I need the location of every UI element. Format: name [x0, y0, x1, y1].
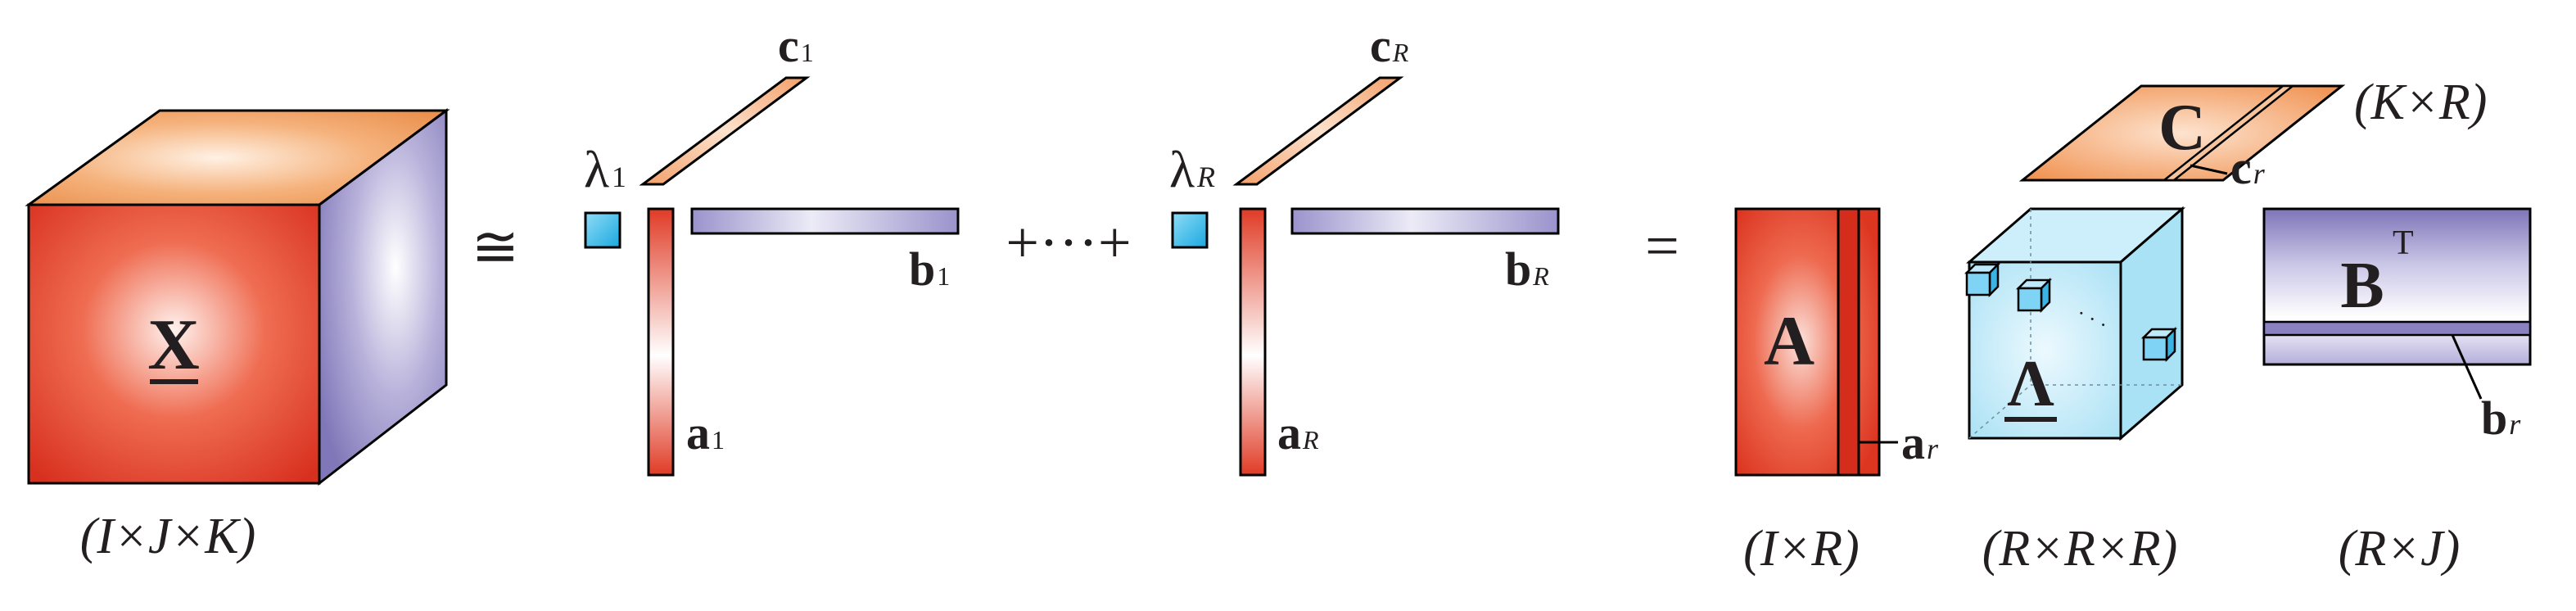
core-dims: (R×R×R) [1982, 521, 2178, 577]
core-tensor: · · · Λ [1964, 206, 2186, 441]
factor-c-matrix: C cr (K×R) [2018, 75, 2487, 194]
factor-b-dims: (R×J) [2339, 521, 2461, 577]
tensor-dims: (I×J×K) [80, 509, 256, 564]
ar-label: aR [1277, 406, 1319, 459]
factor-c-column-cr [2161, 84, 2296, 182]
factor-a-label: A [1764, 301, 1814, 380]
cube-front-face [27, 203, 321, 485]
factor-c-dims: (K×R) [2354, 75, 2487, 130]
factor-a-col-label: ar [1901, 416, 1939, 469]
br-vector [1290, 207, 1560, 235]
factor-c-label: C [2158, 92, 2206, 164]
factor-b-col-label: br [2481, 391, 2521, 445]
plus-dots-plus: +···+ [1006, 210, 1131, 275]
factor-b-matrix: B T br [2262, 207, 2532, 445]
factor-a-column-ar [1837, 207, 1860, 477]
c1-vector [639, 76, 811, 186]
br-label: bR [1505, 242, 1549, 296]
ar-vector [1239, 207, 1267, 477]
factor-c-col-label: cr [2230, 141, 2266, 194]
rank1-term-first: λ1 a1 b1 c1 [584, 19, 960, 477]
cr-label: cR [1370, 19, 1409, 72]
factor-a-matrix: A ar [1734, 207, 1939, 477]
core-hidden-edge-3 [1968, 384, 2031, 439]
core-diag-cube-3 [2140, 326, 2178, 363]
a1-vector [647, 207, 675, 477]
tensor-x-cube: X [25, 108, 450, 487]
factor-c-pointer [2190, 164, 2228, 175]
b1-label: b1 [909, 242, 950, 296]
core-diag-cube-2 [2015, 277, 2053, 314]
lambda-r-box [1171, 211, 1209, 249]
lambda-1-box [584, 211, 621, 249]
factor-b-row-br [2262, 320, 2532, 337]
factor-b-pointer [2451, 334, 2483, 400]
a1-label: a1 [686, 406, 725, 459]
core-diag-cube-1 [1964, 261, 2001, 298]
approx-symbol: ≅ [472, 216, 520, 279]
equals-symbol: = [1645, 213, 1679, 280]
factor-b-sup: T [2393, 224, 2414, 262]
core-label: Λ [2007, 348, 2054, 420]
lambda-r-label: λR [1169, 140, 1215, 198]
lambda-1-label: λ1 [584, 140, 626, 198]
tensor-x-label: X [147, 306, 200, 385]
b1-vector [690, 207, 960, 235]
factor-a-dims: (I×R) [1743, 521, 1860, 577]
rank1-term-last: λR aR bR cR [1169, 19, 1560, 477]
factor-b-block [2262, 207, 2532, 366]
c1-label: c1 [778, 19, 814, 72]
cr-vector [1232, 76, 1404, 186]
factor-b-label: B [2340, 250, 2384, 322]
